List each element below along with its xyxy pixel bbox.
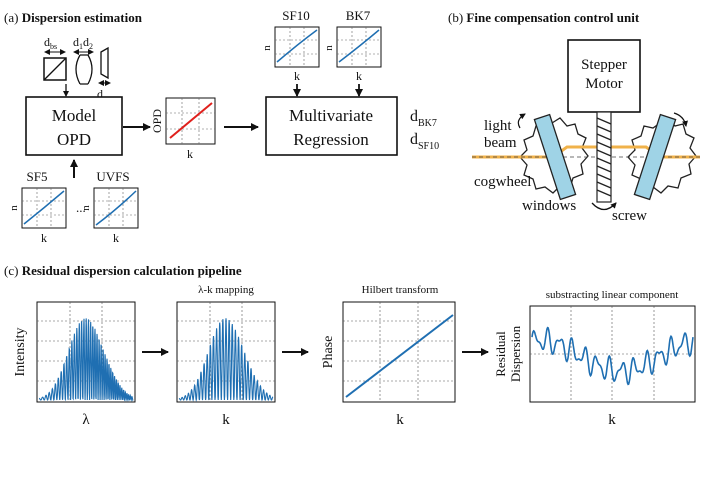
svg-text:Residual: Residual [493, 331, 508, 377]
residual-plot: substracting linear component Residual D… [493, 289, 696, 428]
dim-bs: dbs [44, 35, 57, 51]
left-window [533, 113, 577, 201]
svg-text:k: k [113, 231, 119, 245]
beamsplitter-icon [43, 57, 67, 81]
svg-text:Dispersion: Dispersion [508, 325, 523, 382]
svg-text:Hilbert transform: Hilbert transform [362, 284, 439, 296]
opd-plot: OPD k [150, 97, 216, 161]
panel-a-label: (a) Dispersion estimation [4, 10, 143, 25]
intensity-spectrum [38, 318, 134, 403]
screw-label: screw [612, 208, 647, 224]
opd-curve [169, 102, 213, 139]
svg-text:Motor: Motor [585, 76, 623, 92]
svg-text:SF10: SF10 [282, 8, 309, 23]
panel-c-label: (c) Residual dispersion calculation pipe… [4, 263, 242, 278]
lambda-k-plot: λ-k mapping k [176, 284, 276, 428]
lens-icon [75, 54, 93, 85]
svg-text:substracting linear component: substracting linear component [546, 289, 679, 301]
k-spectrum [178, 318, 274, 403]
phase-plot: Hilbert transform Phase k [321, 284, 456, 428]
stepper-motor-box [567, 39, 641, 113]
svg-text:k: k [187, 147, 193, 161]
svg-text:k: k [41, 231, 47, 245]
svg-text:SF5: SF5 [27, 169, 48, 184]
svg-text:n: n [323, 45, 335, 51]
ellipsis: ... [76, 200, 86, 215]
panel-a: (a) Dispersion estimation dbs d1d2 dax M… [4, 8, 439, 245]
dim-d1d2: d1d2 [73, 35, 93, 51]
right-window [633, 113, 677, 201]
svg-text:n: n [8, 205, 20, 211]
residual-curve [531, 326, 694, 386]
output-d-bk7: dBK7 [410, 108, 437, 129]
svg-text:k: k [396, 412, 404, 428]
svg-text:Stepper: Stepper [581, 57, 627, 73]
panel-b: (b) Fine compensation control unit Stepp… [448, 10, 700, 224]
panel-c: (c) Residual dispersion calculation pipe… [4, 263, 696, 428]
svg-text:OPD: OPD [150, 109, 164, 133]
svg-text:Multivariate: Multivariate [289, 106, 373, 125]
light-beam-label: light [484, 118, 512, 134]
windows-label: windows [522, 198, 576, 214]
cogwheel-label: cogwheel [474, 174, 531, 190]
svg-text:n: n [80, 205, 92, 211]
svg-text:beam: beam [484, 135, 517, 151]
svg-text:λ-k mapping: λ-k mapping [198, 284, 254, 296]
svg-text:Phase: Phase [321, 336, 336, 369]
svg-text:k: k [222, 412, 230, 428]
sf5-plot: SF5 n k [8, 169, 67, 245]
regression-box [265, 96, 398, 156]
opd-label: OPD [57, 130, 91, 149]
optics-icons: dbs d1d2 dax [43, 35, 111, 103]
intensity-plot: Intensity λ [13, 301, 136, 428]
svg-text:Intensity: Intensity [13, 328, 28, 377]
svg-text:n: n [261, 45, 273, 51]
panel-b-label: (b) Fine compensation control unit [448, 10, 640, 25]
svg-text:BK7: BK7 [346, 8, 371, 23]
svg-text:k: k [608, 412, 616, 428]
output-d-sf10: dSF10 [410, 131, 439, 152]
bk7-plot: BK7 n k [323, 8, 382, 83]
svg-text:k: k [356, 69, 362, 83]
uvfs-plot: UVFS n k [80, 169, 139, 245]
svg-text:Regression: Regression [293, 130, 369, 149]
svg-text:λ: λ [82, 412, 90, 428]
wedge-icon [100, 46, 109, 80]
sf10-plot: SF10 n k [261, 8, 320, 83]
model-label: Model [52, 106, 97, 125]
model-opd-box [25, 96, 123, 156]
svg-text:k: k [294, 69, 300, 83]
screw [591, 111, 617, 211]
phase-curve [345, 314, 454, 398]
svg-text:UVFS: UVFS [96, 169, 129, 184]
